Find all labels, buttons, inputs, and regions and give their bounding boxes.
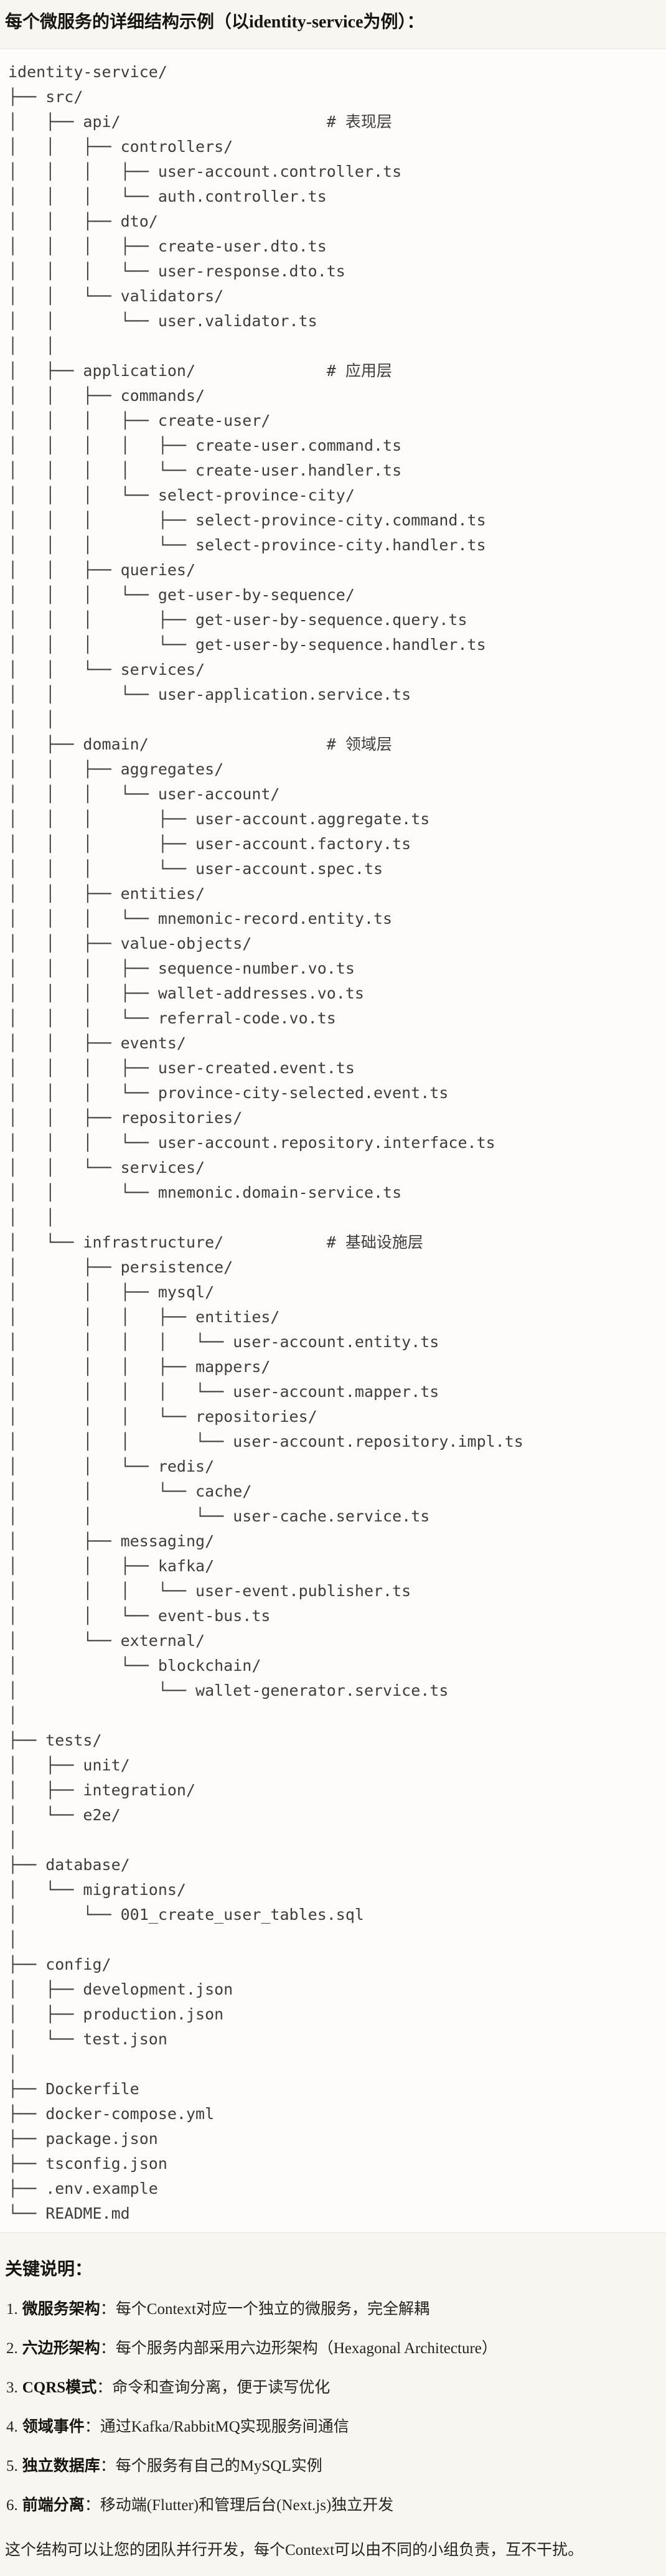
note-term: CQRS模式 [22, 2379, 97, 2397]
key-notes-heading: 关键说明： [5, 2260, 93, 2280]
page-header: 每个微服务的详细结构示例（以identity-service为例）： [0, 0, 666, 49]
note-text: 命令和查询分离，便于读写优化 [112, 2379, 331, 2397]
note-text: 移动端(Flutter)和管理后台(Next.js)独立开发 [100, 2497, 394, 2514]
note-number: 6. [6, 2497, 18, 2514]
note-number: 2. [6, 2340, 18, 2357]
directory-tree-block: identity-service/ ├── src/ │ ├── api/ # … [0, 49, 666, 2234]
note-item-hexagonal: 2.六边形架构：每个服务内部采用六边形架构（Hexagonal Architec… [6, 2338, 660, 2359]
directory-tree: identity-service/ ├── src/ │ ├── api/ # … [8, 63, 523, 2223]
note-item-microservice: 1.微服务架构：每个Context对应一个独立的微服务，完全解耦 [6, 2299, 660, 2320]
note-term: 六边形架构 [22, 2340, 100, 2357]
note-separator: ： [100, 2301, 116, 2318]
summary-paragraph: 这个结构可以让您的团队并行开发，每个Context可以由不同的小组负责，互不干扰… [5, 2542, 584, 2559]
note-text: 每个服务有自己的MySQL实例 [115, 2458, 322, 2475]
note-item-frontend: 6.前端分离：移动端(Flutter)和管理后台(Next.js)独立开发 [6, 2495, 660, 2516]
note-separator: ： [100, 2340, 116, 2357]
note-term: 领域事件 [22, 2419, 85, 2436]
note-separator: ： [84, 2497, 100, 2514]
note-term: 微服务架构 [22, 2301, 100, 2318]
note-number: 5. [6, 2458, 18, 2475]
note-separator: ： [84, 2419, 100, 2436]
note-number: 3. [6, 2379, 18, 2397]
key-notes-section: 关键说明： 1.微服务架构：每个Context对应一个独立的微服务，完全解耦 2… [0, 2233, 666, 2576]
note-item-database: 5.独立数据库：每个服务有自己的MySQL实例 [6, 2456, 660, 2476]
note-item-cqrs: 3.CQRS模式：命令和查询分离，便于读写优化 [6, 2377, 660, 2398]
note-text: 通过Kafka/RabbitMQ实现服务间通信 [100, 2419, 349, 2436]
note-text: 每个Context对应一个独立的微服务，完全解耦 [115, 2301, 429, 2318]
page-title: 每个微服务的详细结构示例（以identity-service为例）： [5, 12, 424, 32]
note-text: 每个服务内部采用六边形架构（Hexagonal Architecture） [115, 2340, 497, 2357]
note-separator: ： [100, 2458, 116, 2475]
note-number: 4. [6, 2419, 18, 2436]
note-term: 前端分离 [22, 2497, 85, 2514]
note-term: 独立数据库 [22, 2458, 100, 2475]
note-item-domain-events: 4.领域事件：通过Kafka/RabbitMQ实现服务间通信 [6, 2417, 660, 2437]
note-number: 1. [6, 2301, 18, 2318]
note-separator: ： [96, 2379, 113, 2397]
